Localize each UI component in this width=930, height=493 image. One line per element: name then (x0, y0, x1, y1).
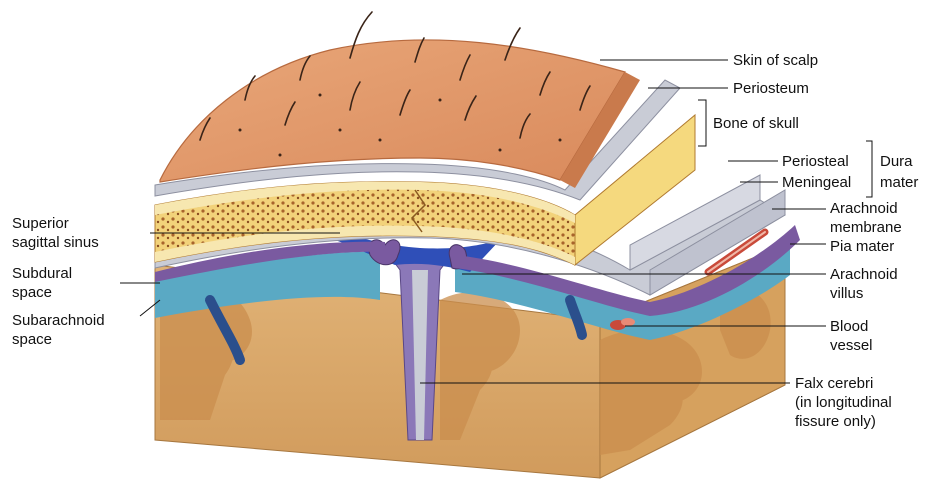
label-arachnoid-membrane-line2: membrane (830, 219, 902, 236)
label-falx-cerebri-line3: fissure only) (795, 413, 876, 430)
label-subarachnoid-space-line1: Subarachnoid (12, 312, 105, 329)
label-superior-sagittal-sinus-line2: sagittal sinus (12, 234, 99, 251)
label-meningeal: Meningeal (782, 174, 851, 191)
label-periosteal: Periosteal (782, 153, 849, 170)
label-superior-sagittal-sinus-line1: Superior (12, 215, 69, 232)
label-subdural-space-line1: Subdural (12, 265, 72, 282)
label-mater: mater (880, 174, 918, 191)
scalp-skin (160, 12, 640, 188)
label-dura: Dura (880, 153, 913, 170)
label-blood-vessel-line1: Blood (830, 318, 868, 335)
label-arachnoid-membrane-line1: Arachnoid (830, 200, 898, 217)
label-pia-mater: Pia mater (830, 238, 894, 255)
label-periosteum: Periosteum (733, 80, 809, 97)
label-blood-vessel-line2: vessel (830, 337, 873, 354)
label-falx-cerebri-line2: (in longitudinal (795, 394, 892, 411)
label-arachnoid-villus-line2: villus (830, 285, 863, 302)
label-subarachnoid-space-line2: space (12, 331, 52, 348)
label-skin-of-scalp: Skin of scalp (733, 52, 818, 69)
label-bone-of-skull: Bone of skull (713, 115, 799, 132)
label-arachnoid-villus-line1: Arachnoid (830, 266, 898, 283)
label-falx-cerebri-line1: Falx cerebri (795, 375, 873, 392)
label-subdural-space-line2: space (12, 284, 52, 301)
